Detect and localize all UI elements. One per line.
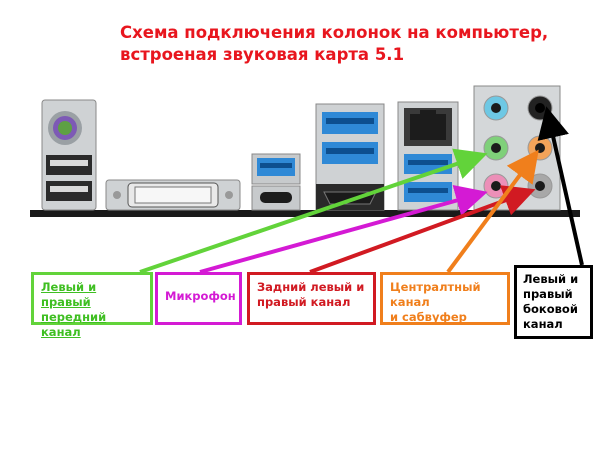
label-center-line-2: и сабвуфер xyxy=(390,310,467,324)
label-rear-line-1: Задний левый и xyxy=(257,280,365,294)
label-side-line-3: боковой xyxy=(523,302,578,316)
label-rear-channel: Задний левый и правый канал xyxy=(247,272,376,325)
label-center-line-1: Централтный канал xyxy=(390,280,481,309)
label-side-line-4: канал xyxy=(523,317,563,331)
label-microphone: Микрофон xyxy=(155,272,242,325)
hdmi-port-icon xyxy=(316,184,384,210)
title-line-2: встроеная звуковая карта 5.1 xyxy=(120,45,405,64)
label-side-line-2: правый xyxy=(523,287,573,301)
diagram-title: Схема подключения колонок на компьютер, … xyxy=(120,22,549,66)
title-line-1: Схема подключения колонок на компьютер, xyxy=(120,23,549,42)
audio-jack-icon xyxy=(473,85,561,211)
arrow-side-channel xyxy=(537,106,584,266)
arrow-front-channel xyxy=(139,148,488,274)
label-mic-line-1: Микрофон xyxy=(165,289,236,303)
label-rear-line-2: правый канал xyxy=(257,295,351,309)
label-center-subwoofer: Централтный канал и сабвуфер xyxy=(380,272,510,325)
usb2-ports-icon xyxy=(46,155,92,201)
usb-c-port-icon xyxy=(251,185,301,211)
arrow-center-subwoofer xyxy=(446,149,539,274)
label-front-line-1: Левый и правый xyxy=(41,280,97,309)
label-front-line-2: передний канал xyxy=(41,310,107,339)
label-side-line-1: Левый и xyxy=(523,272,579,286)
dvi-port-icon xyxy=(105,179,241,211)
panel-base-bar xyxy=(30,210,580,217)
arrow-rear-channel xyxy=(309,185,536,274)
usb3-port-icon xyxy=(251,153,301,185)
label-side-channel: Левый и правый боковой канал xyxy=(514,265,593,339)
label-front-channel: Левый и правый передний канал xyxy=(31,272,153,339)
arrow-microphone xyxy=(199,185,488,274)
